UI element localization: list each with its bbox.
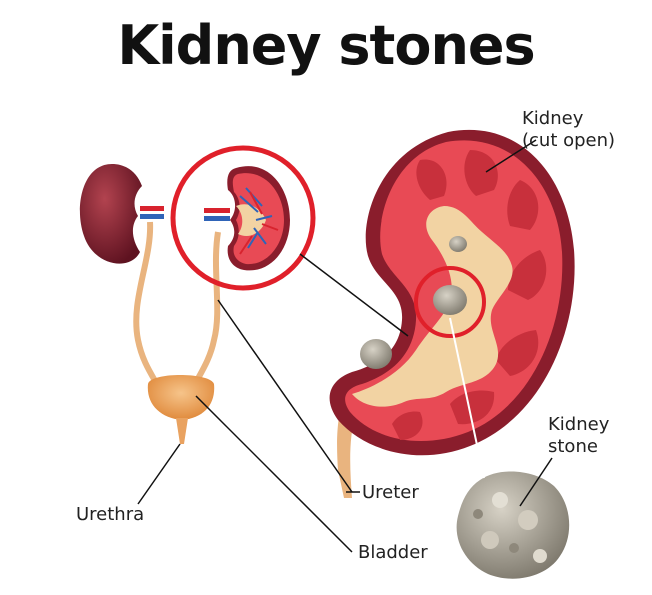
label-urethra: Urethra [76,504,145,525]
label-ureter: Ureter [362,482,419,503]
label-bladder: Bladder [358,542,428,563]
label-stone-line2: stone [548,436,598,457]
label-kidney-line2: (cut open) [522,130,616,151]
large-kidney-cross-section [329,129,575,498]
small-kidney [79,164,142,264]
bladder [147,375,215,420]
zoom-kidney [204,166,290,271]
leader-stone-label [519,457,553,507]
stone-upper [449,236,467,252]
label-kidney: Kidney (cut open) [522,108,615,152]
left-ureter [133,221,161,388]
diagram-title: Kidney stones [117,14,535,77]
renal-pelvis [352,206,513,407]
urethra [176,418,188,444]
stone-center [433,285,467,315]
right-ureter [191,231,221,388]
leader-kidney-label [485,139,537,173]
label-kidney-line1: Kidney [522,108,584,129]
leader-zoom-to-kidney [299,253,409,337]
stone-lower-left [360,339,392,369]
label-kidney-stone: Kidney stone [548,414,609,458]
urinary-system-illustration [79,164,221,444]
leader-lines [137,139,553,553]
leader-urethra [137,443,181,505]
leader-ureter-small [217,299,353,493]
leader-stone-to-closeup [449,317,485,479]
highlight-circle-stone [414,266,486,338]
leader-bladder [195,395,353,553]
kidney-stone-closeup [456,471,570,579]
label-stone-line1: Kidney [548,414,610,435]
highlight-circle-small-kidney [170,145,316,291]
